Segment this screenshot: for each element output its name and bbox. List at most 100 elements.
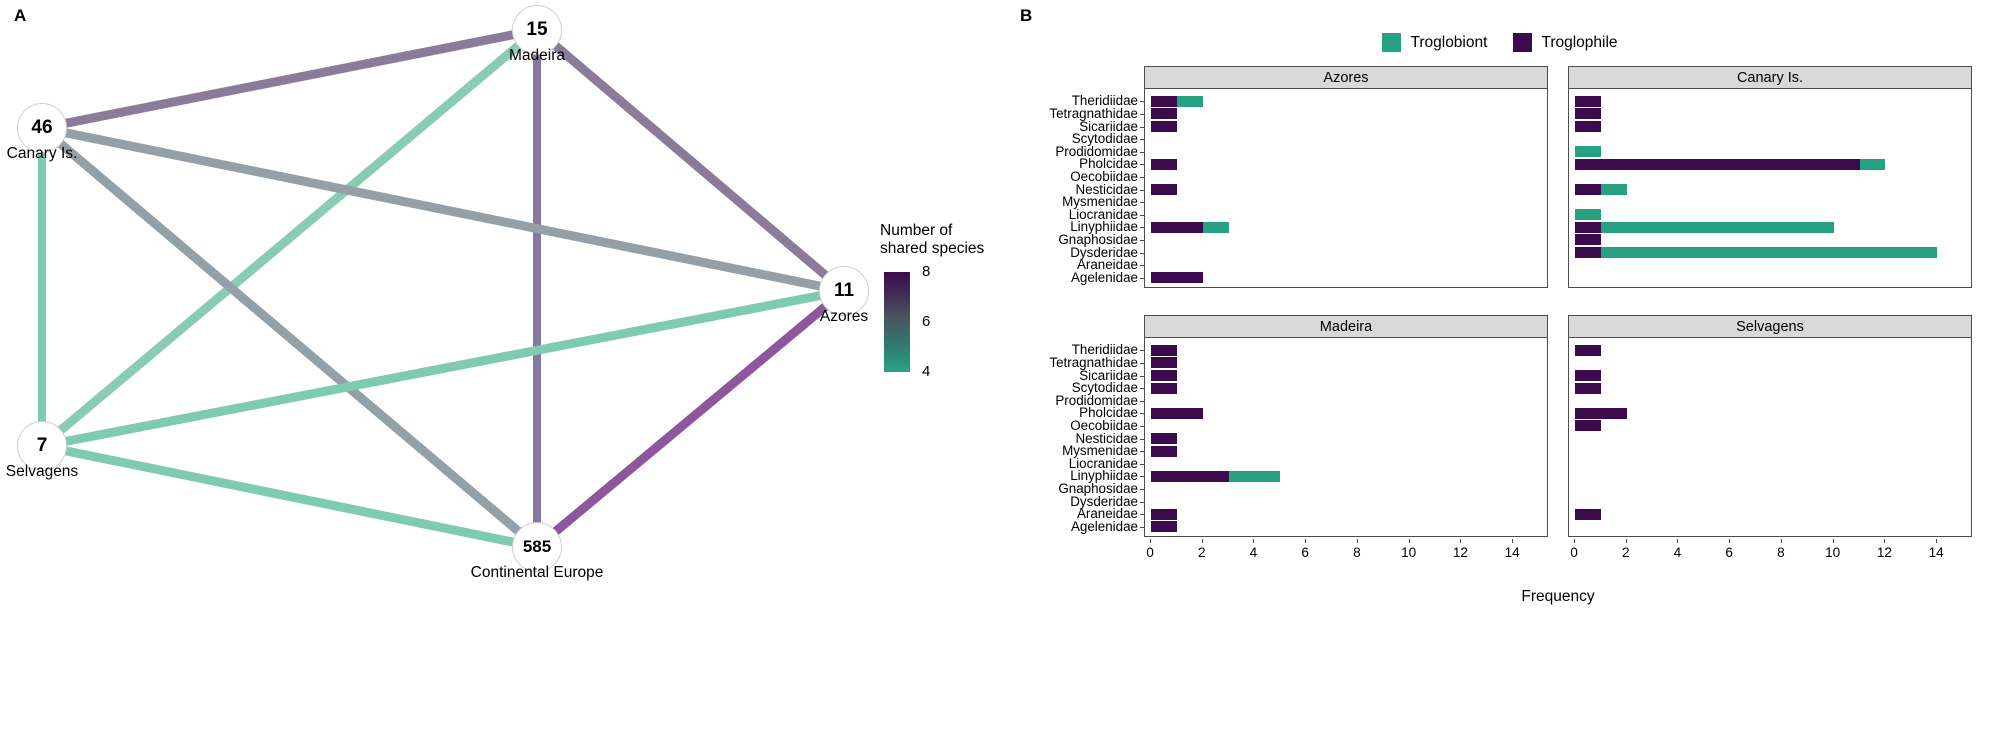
bar-row[interactable] [1145, 121, 1547, 132]
y-axis-label: Linyphiidae [1070, 219, 1138, 235]
x-axis-tick [1832, 539, 1834, 543]
bar-row[interactable] [1569, 407, 1971, 419]
bar-row[interactable] [1569, 184, 1971, 195]
bar-row[interactable] [1145, 95, 1547, 107]
y-axis-label: Pholcidae [1079, 156, 1138, 172]
bar-segment-troglophile [1151, 221, 1203, 233]
bar-segment-troglophile [1575, 247, 1601, 258]
network-legend-tick [910, 322, 917, 323]
legend-item-troglobiont[interactable]: Troglobiont [1382, 33, 1487, 52]
bar-row[interactable] [1145, 221, 1547, 233]
y-axis-tick [1140, 350, 1144, 352]
network-edge-madeira-selvagens [39, 26, 540, 450]
x-axis-tick [1780, 539, 1782, 543]
network-node-madeira[interactable]: 15 [512, 5, 562, 55]
x-axis-tick [1201, 539, 1203, 543]
bar-segment-troglophile [1151, 357, 1177, 369]
bar-row[interactable] [1569, 221, 1971, 233]
y-axis-tick [1140, 400, 1144, 402]
bar-row[interactable] [1145, 344, 1547, 356]
bar-segment-troglophile [1151, 121, 1177, 132]
network-node-europe[interactable]: 585 [512, 522, 562, 572]
y-axis-tick [1140, 113, 1144, 115]
bar-row[interactable] [1569, 382, 1971, 394]
x-axis-tick-label: 4 [1673, 545, 1682, 560]
bar-segment-troglophile [1575, 420, 1601, 432]
legend-item-troglophile[interactable]: Troglophile [1513, 33, 1618, 52]
bar-row[interactable] [1569, 234, 1971, 246]
network-edge-madeira-azores [534, 26, 847, 295]
network-legend-tick-label: 6 [922, 313, 931, 330]
bar-row[interactable] [1145, 508, 1547, 520]
bar-row[interactable] [1569, 420, 1971, 432]
bar-row[interactable] [1569, 158, 1971, 170]
y-axis-tick [1140, 476, 1144, 478]
y-axis-ticks [1139, 338, 1144, 537]
legend-swatch-troglophile [1513, 33, 1533, 52]
bar-segment-troglophile [1575, 95, 1601, 107]
y-axis-tick [1140, 214, 1144, 216]
bar-row[interactable] [1569, 370, 1971, 381]
bar-segment-troglobiont [1600, 184, 1627, 195]
bar-row[interactable] [1145, 470, 1547, 482]
bar-row[interactable] [1145, 382, 1547, 394]
bar-row[interactable] [1145, 521, 1547, 533]
y-axis-label: Linyphiidae [1070, 468, 1138, 484]
x-axis-tick-label: 0 [1146, 545, 1154, 560]
y-axis-tick [1140, 189, 1144, 191]
bar-row[interactable] [1145, 184, 1547, 195]
bar-row[interactable] [1569, 108, 1971, 120]
bar-row[interactable] [1145, 445, 1547, 457]
y-axis-label: Tetragnathidae [1049, 105, 1138, 121]
bar-row[interactable] [1145, 108, 1547, 120]
network-edge-azores-europe [534, 287, 847, 551]
bar-segment-troglophile [1575, 158, 1860, 170]
bar-row[interactable] [1145, 433, 1547, 444]
bar-row[interactable] [1569, 247, 1971, 258]
network-legend-tick-label: 4 [922, 363, 931, 380]
bar-row[interactable] [1145, 272, 1547, 284]
y-axis-label: Scytodidae [1071, 131, 1138, 147]
y-axis-tick [1140, 463, 1144, 465]
network-node-canary[interactable]: 46 [17, 103, 67, 153]
bar-segment-troglophile [1575, 121, 1601, 132]
y-axis-tick [1140, 425, 1144, 427]
bar-row[interactable] [1145, 357, 1547, 369]
y-axis-tick [1140, 501, 1144, 503]
bar-row[interactable] [1145, 407, 1547, 419]
bar-row[interactable] [1569, 209, 1971, 221]
network-legend-tick-label: 8 [922, 263, 931, 280]
network-node-selvagens[interactable]: 7 [17, 421, 67, 471]
x-axis-tick [1253, 539, 1255, 543]
y-axis-label: Nesticidae [1075, 430, 1138, 446]
bar-row[interactable] [1569, 121, 1971, 132]
bar-row[interactable] [1569, 344, 1971, 356]
y-axis-tick [1140, 101, 1144, 103]
y-axis-label: Liocranidae [1068, 206, 1138, 222]
facet-strip-label: Azores [1144, 66, 1548, 89]
bar-row[interactable] [1569, 146, 1971, 158]
network-edge-canary-europe [39, 124, 540, 551]
x-axis-tick [1574, 539, 1575, 543]
bar-row[interactable] [1569, 95, 1971, 107]
bar-segment-troglophile [1575, 344, 1601, 356]
y-axis-tick [1140, 438, 1144, 440]
bar-row[interactable] [1145, 370, 1547, 381]
bar-segment-troglophile [1575, 370, 1601, 381]
x-axis-tick-label: 10 [1401, 545, 1417, 560]
y-axis-tick [1140, 388, 1144, 390]
bar-segment-troglobiont [1176, 95, 1203, 107]
network-node-label-azores: Azores [819, 308, 869, 325]
y-axis-label: Prodidomidae [1055, 392, 1138, 408]
x-axis-tick [1512, 539, 1514, 543]
facet-strip-label: Selvagens [1568, 315, 1972, 338]
network-node-azores[interactable]: 11 [819, 266, 869, 316]
bar-row[interactable] [1569, 508, 1971, 520]
network-node-value: 585 [522, 537, 552, 556]
y-axis-label: Tetragnathidae [1049, 354, 1138, 370]
bar-row[interactable] [1145, 158, 1547, 170]
y-axis-label: Oecobiidae [1070, 417, 1138, 433]
y-axis-label: Agelenidae [1070, 518, 1138, 534]
y-axis-label: Theridiidae [1071, 93, 1138, 109]
